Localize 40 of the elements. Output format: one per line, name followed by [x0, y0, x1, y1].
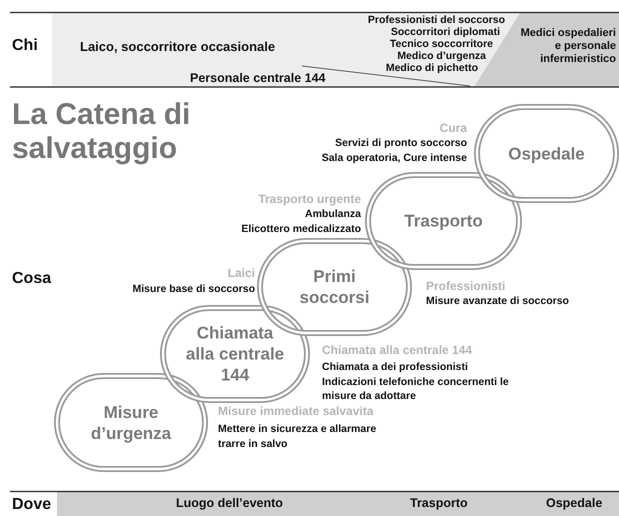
- chain-link: [365, 172, 522, 270]
- step-description: trarre in salvo: [218, 437, 288, 451]
- step-heading: Cura: [440, 121, 467, 135]
- link-label: Chiamata alla centrale 144: [184, 322, 286, 386]
- step-description: Mettere in sicurezza e allarmare: [218, 422, 376, 436]
- chain-link: [474, 104, 619, 203]
- link-label: Ospedale: [507, 143, 586, 164]
- diagram-title: La Catena di salvataggio: [12, 98, 192, 166]
- band-text: Soccorritori diplomati: [390, 26, 500, 38]
- link-label: Misure d’urgenza: [90, 402, 172, 444]
- step-description: Sala operatoria, Cure intense: [322, 151, 467, 165]
- band-text: Luogo dell’evento: [176, 496, 283, 510]
- chain-link: [160, 305, 310, 403]
- band-text: Trasporto: [410, 496, 468, 510]
- row-label: Cosa: [12, 270, 52, 288]
- band-text: Professionisti del soccorso: [368, 14, 505, 26]
- step-description: Misure base di soccorso: [132, 282, 255, 296]
- row-label: Dove: [12, 496, 52, 514]
- link-label: Trasporto: [403, 210, 484, 232]
- step-heading: Chiamata alla centrale 144: [322, 343, 472, 357]
- step-description: Ambulanza: [304, 207, 361, 221]
- step-description: Servizi di pronto soccorso: [335, 136, 467, 150]
- step-heading: Professionisti: [426, 279, 506, 293]
- chain-link: [54, 373, 208, 472]
- band-text: Personale centrale 144: [190, 71, 326, 85]
- step-description: Indicazioni telefoniche concernenti le misure da adottare: [322, 375, 510, 403]
- band-text: Medico di pichetto: [386, 62, 478, 74]
- row-label: Chi: [12, 37, 38, 55]
- step-description: Chiamata a dei professionisti: [322, 360, 468, 374]
- step-heading: Trasporto urgente: [258, 192, 361, 206]
- band-text: Ospedale: [546, 496, 602, 510]
- step-description: Elicottero medicalizzato: [241, 222, 361, 236]
- band-text: Laico, soccorritore occasionale: [80, 39, 276, 54]
- step-heading: Laici: [228, 266, 255, 280]
- band-text: Tecnico soccorritore: [390, 38, 493, 50]
- band-text: Medici ospedalieri e personale infermieristico: [520, 27, 616, 66]
- step-description: Misure avanzate di soccorso: [426, 294, 569, 308]
- band-text: Medico d’urgenza: [397, 50, 486, 62]
- link-label: Primi soccorsi: [298, 266, 370, 308]
- step-heading: Misure immediate salvavita: [218, 404, 374, 418]
